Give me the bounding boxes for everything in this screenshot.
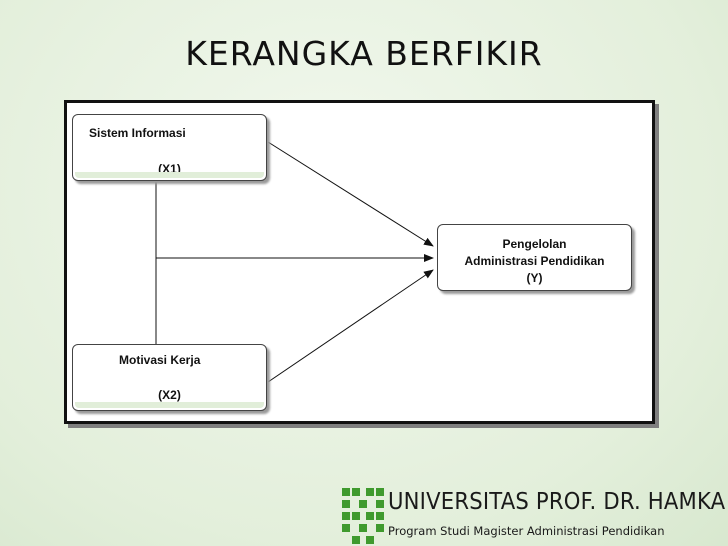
footer-program-name: Program Studi Magister Administrasi Pend… [388,524,665,538]
arrow-x1-to-y [267,141,434,247]
footer-university-name: UNIVERSITAS PROF. DR. HAMKA [388,489,726,515]
node-y: Pengelolan Administrasi Pendidikan (Y) [437,224,632,291]
slide-title: KERANGKA BERFIKIR [185,34,543,73]
node-y-line1: Pengelolan [502,237,567,251]
university-logo-icon [342,488,384,544]
node-x1-shadow-band [75,172,264,178]
node-y-code: (Y) [526,271,543,285]
node-x2-label: Motivasi Kerja [119,353,201,367]
node-x2-shadow-band [75,402,264,408]
node-y-line2: Administrasi Pendidikan [464,254,605,268]
arrow-x2-to-y [267,269,434,383]
node-x2-code: (X2) [158,388,181,402]
node-x2: Motivasi Kerja (X2) [72,344,267,411]
node-x1-label: Sistem Informasi [89,126,186,140]
node-x1: Sistem Informasi (X1) [72,114,267,181]
